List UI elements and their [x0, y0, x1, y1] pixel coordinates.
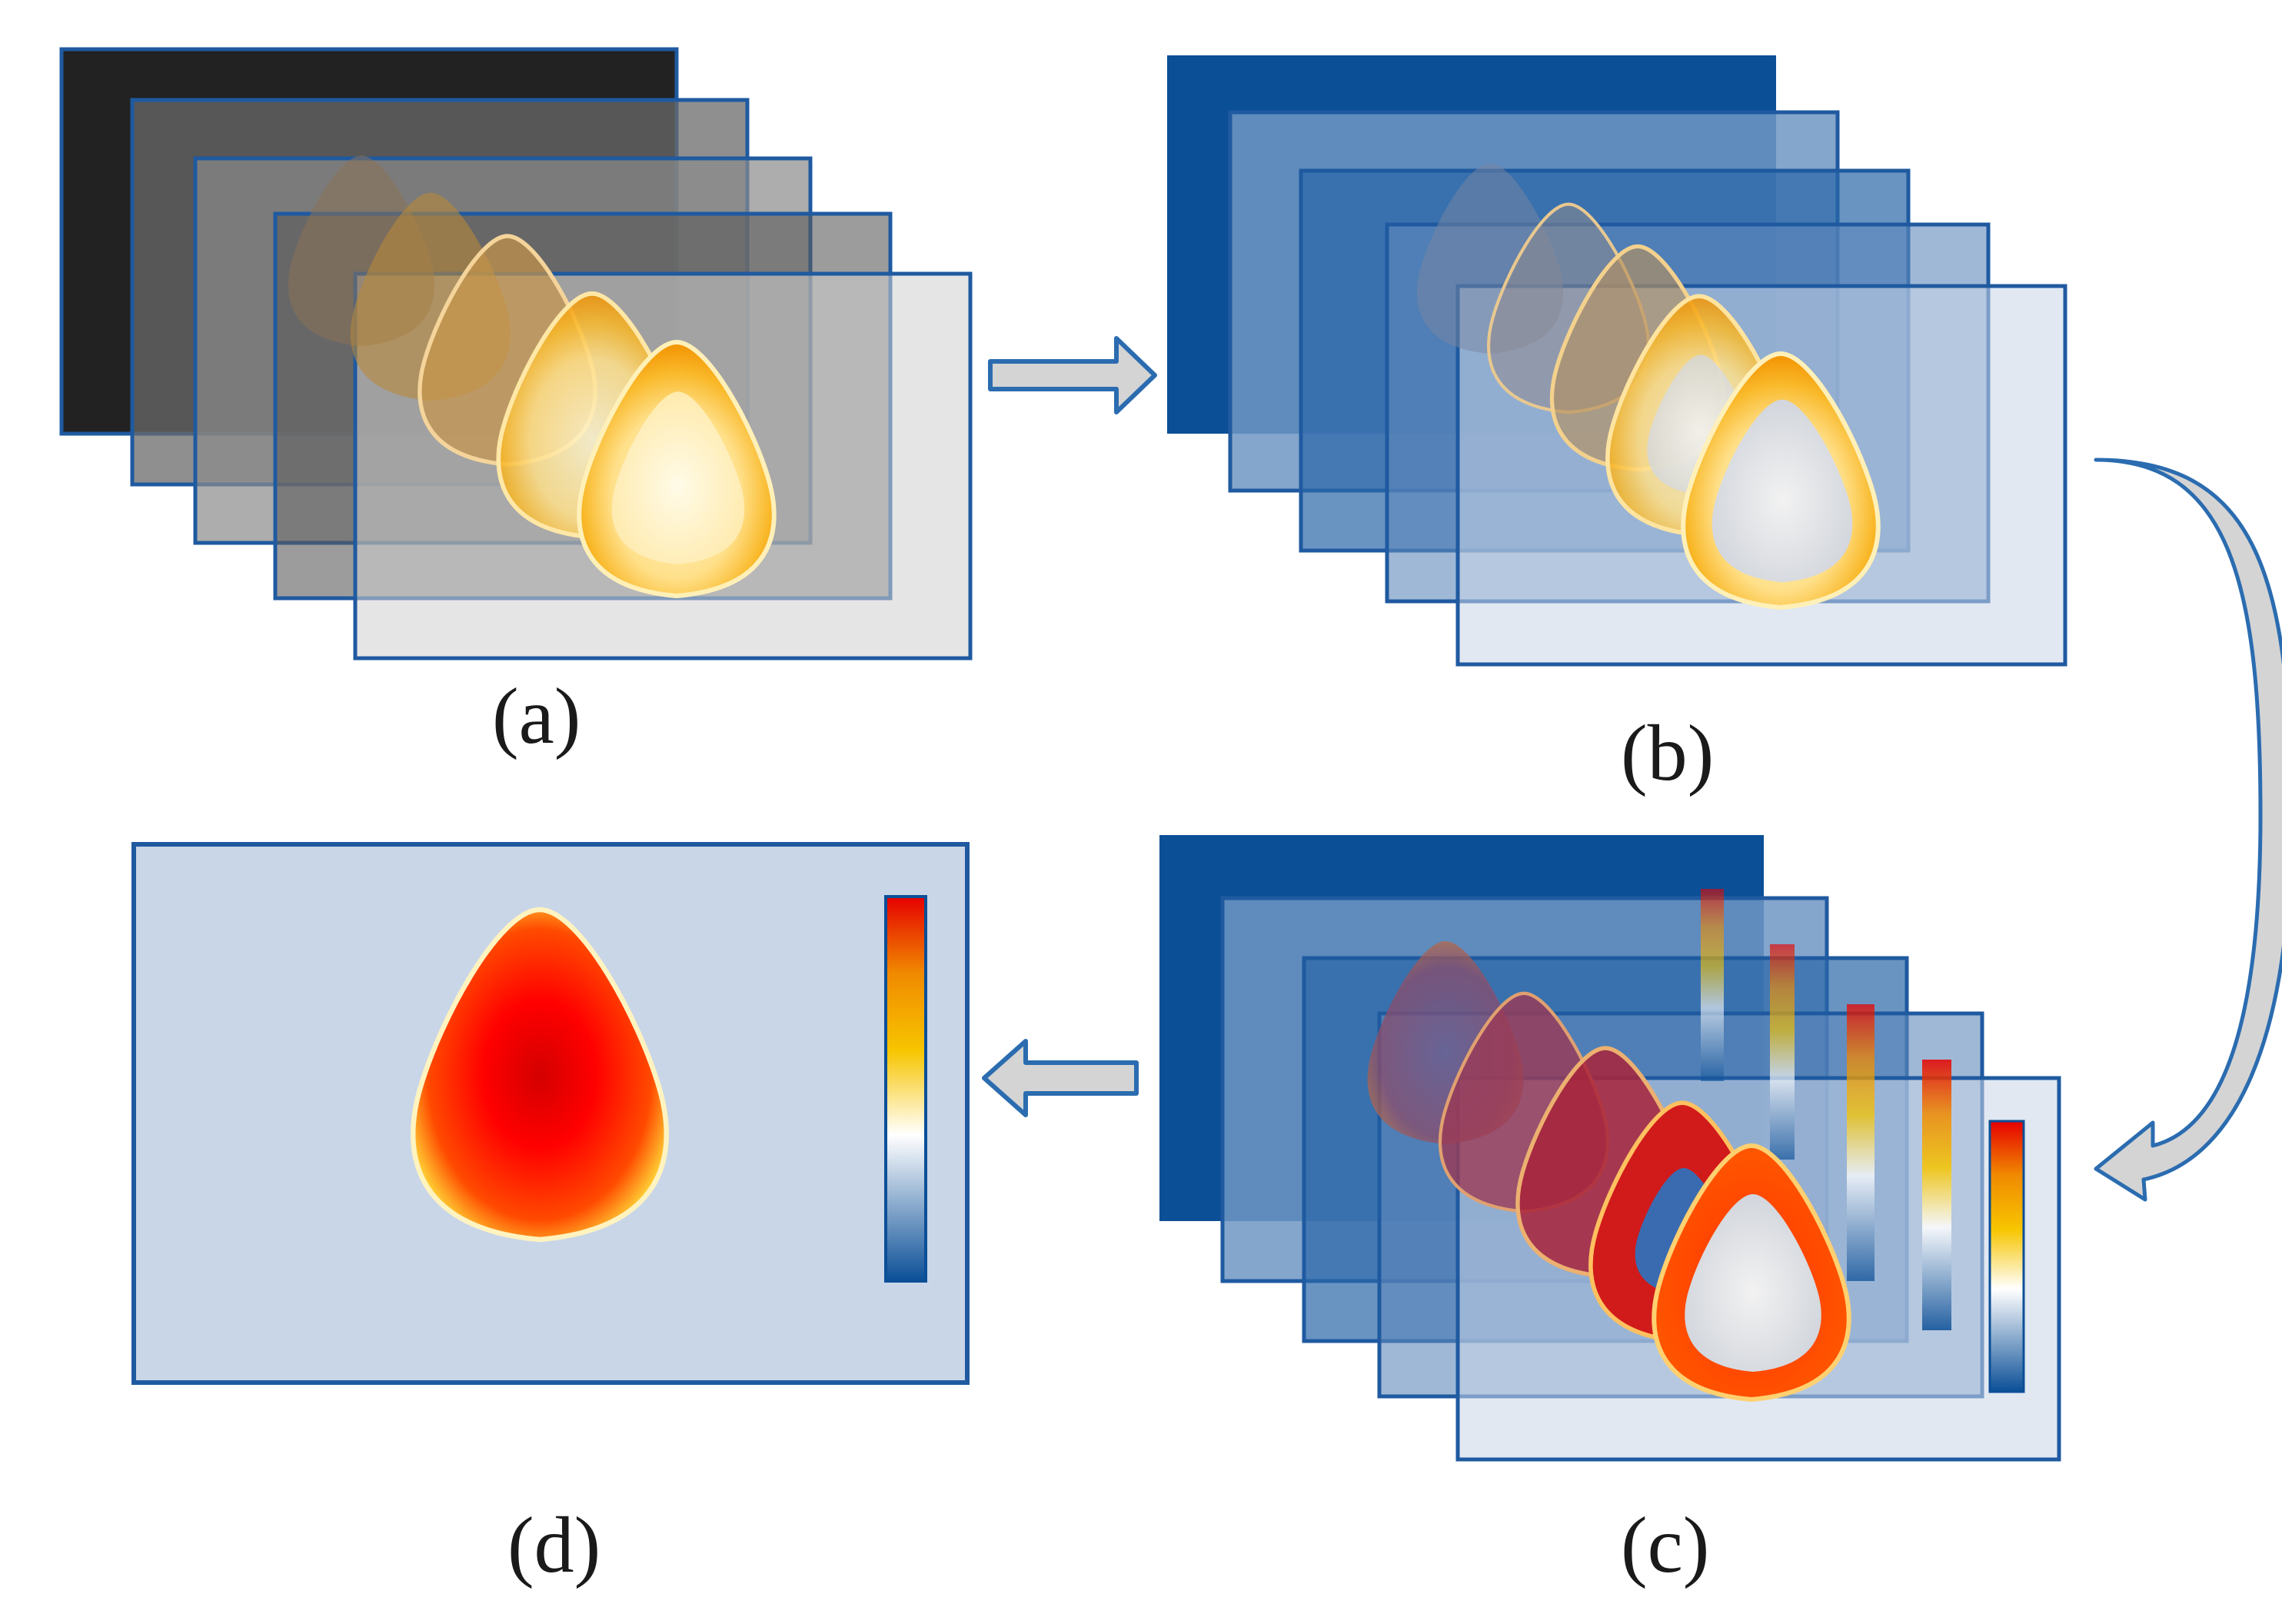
panel-c-colorbar-4 [1922, 1060, 1951, 1330]
panel-d-result [131, 842, 970, 1385]
right-arrow-icon [988, 336, 1157, 414]
panel-label-d: (d) [507, 1501, 601, 1589]
panel-label-b: (b) [1621, 709, 1715, 797]
panel-d-colorbar [884, 895, 927, 1283]
left-arrow-icon [982, 1039, 1139, 1117]
curved-arrow-icon [2094, 458, 2282, 1202]
panel-c-colorbar-2 [1770, 944, 1795, 1160]
panel-c-colorbar-1 [1701, 889, 1724, 1081]
panel-label-c: (c) [1621, 1501, 1710, 1589]
panel-b-frame-stack [1167, 55, 2067, 667]
panel-c-colorbar-5 [1988, 1120, 2025, 1393]
panel-a-frame-stack [59, 47, 973, 661]
panel-c-colorbar-3 [1847, 1004, 1874, 1281]
panel-c-frame-stack [1159, 835, 2061, 1462]
panel-label-a: (a) [492, 672, 581, 760]
